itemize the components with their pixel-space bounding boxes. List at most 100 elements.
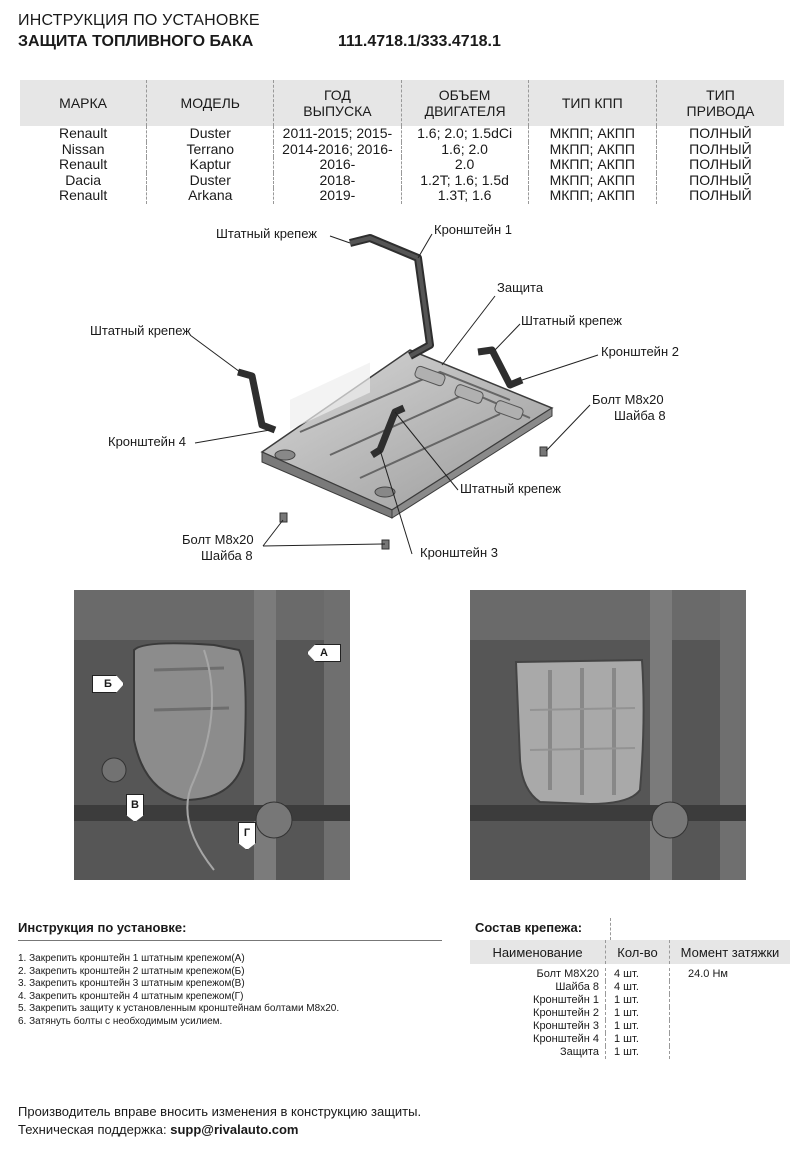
label-std-fastener-bottom: Штатный крепеж <box>460 481 561 496</box>
cell: Duster <box>147 172 275 188</box>
cell: Dacia <box>20 172 148 188</box>
marker-g: Г <box>238 822 256 850</box>
cell: 1.3T; 1.6 <box>402 188 529 204</box>
cell: 1.6; 2.0; 1.5dCi <box>402 126 529 142</box>
cell: Arkana <box>147 188 275 204</box>
col-drive: ТИП ПРИВОДА <box>686 87 755 119</box>
cell: 1 шт. <box>606 1033 670 1046</box>
marker-b: Б <box>92 675 124 693</box>
bracket-3 <box>370 404 406 458</box>
col-year: ГОД ВЫПУСКА <box>274 80 402 126</box>
col-brand: МАРКА <box>20 80 148 126</box>
cell: 24.0 Нм <box>688 968 728 980</box>
cell: 4 шт. <box>606 981 670 994</box>
disclaimer: Производитель вправе вносить изменения в… <box>18 1104 422 1119</box>
cell: Renault <box>20 157 148 173</box>
cell: 1 шт. <box>606 994 670 1007</box>
cell: Nissan <box>20 141 148 157</box>
label-bracket-1: Кронштейн 1 <box>434 222 512 237</box>
support-line: Техническая поддержка: supp@rivalauto.co… <box>18 1122 298 1137</box>
cell: Защита <box>470 1046 606 1059</box>
divider <box>18 940 442 941</box>
bracket-1 <box>349 234 434 360</box>
col-model: МОДЕЛЬ <box>147 80 275 126</box>
exploded-diagram <box>189 233 599 555</box>
table-row: Nissan Terrano 2014-2016; 2016- 1.6; 2.0… <box>20 141 784 157</box>
cell <box>670 981 790 994</box>
col-torque: Момент затяжки <box>680 944 780 960</box>
cell: МКПП; АКПП <box>529 126 657 142</box>
step-item: 5. Закрепить защиту к установленным крон… <box>18 1003 340 1014</box>
cell: МКПП; АКПП <box>529 188 657 204</box>
cell: МКПП; АКПП <box>529 172 657 188</box>
cell: Кронштейн 1 <box>470 994 606 1007</box>
product-name: ЗАЩИТА ТОПЛИВНОГО БАКА <box>18 33 254 50</box>
cell: 1 шт. <box>606 1020 670 1033</box>
cell: ПОЛНЫЙ <box>689 188 752 203</box>
label-std-fastener-top: Штатный крепеж <box>216 226 317 241</box>
cell: МКПП; АКПП <box>529 141 657 157</box>
cell: 4 шт. <box>606 968 670 981</box>
label-guard: Защита <box>497 280 544 295</box>
table-row: Renault Arkana 2019- 1.3T; 1.6 МКПП; АКП… <box>20 188 784 204</box>
cell <box>670 1020 790 1033</box>
label-bracket-2: Кронштейн 2 <box>601 344 679 359</box>
cell: ПОЛНЫЙ <box>689 172 752 188</box>
cell: 1.6; 2.0 <box>402 141 529 157</box>
step-item: 3. Закрепить кронштейн 3 штатным крепежо… <box>18 978 245 989</box>
label-bracket-4: Кронштейн 4 <box>108 434 186 449</box>
label-std-fastener-right: Штатный крепеж <box>521 313 622 328</box>
cell: Kaptur <box>147 157 275 173</box>
label-bolt-left: Болт M8x20 <box>182 532 254 547</box>
table-row: Dacia Duster 2018- 1.2T; 1.6; 1.5d МКПП;… <box>20 172 784 188</box>
col-gearbox: ТИП КПП <box>529 80 657 126</box>
cell <box>670 1033 790 1046</box>
support-label: Техническая поддержка: <box>18 1122 167 1137</box>
cell: 1 шт. <box>606 1007 670 1020</box>
cell: 2014-2016; 2016- <box>274 141 402 157</box>
cell: Шайба 8 <box>470 981 606 994</box>
cell: Duster <box>147 126 275 142</box>
table-row: Renault Kaptur 2016- 2.0 МКПП; АКПП ПОЛН… <box>20 157 784 173</box>
step-item: 6. Затянуть болты с необходимым усилием. <box>18 1015 223 1027</box>
fasteners-title: Состав крепежа: <box>475 920 583 935</box>
label-washer-right: Шайба 8 <box>614 408 666 423</box>
cell: Terrano <box>147 141 275 157</box>
bracket-4 <box>237 368 277 434</box>
bracket-2 <box>477 346 524 389</box>
document-title: ИНСТРУКЦИЯ ПО УСТАНОВКЕ <box>18 12 260 29</box>
cell <box>670 994 790 1007</box>
cell: МКПП; АКПП <box>529 157 657 173</box>
marker-a: А <box>307 644 341 662</box>
col-name: Наименование <box>470 940 606 964</box>
cell: 2.0 <box>402 157 529 173</box>
cell: 2016- <box>274 157 402 173</box>
fasteners-table: Наименование Кол-во Момент затяжки Болт … <box>470 940 790 1059</box>
underbody-photo-before: А Б В Г <box>74 590 350 880</box>
cell: Кронштейн 3 <box>470 1020 606 1033</box>
step-item: 4. Закрепить кронштейн 4 штатным крепежо… <box>18 990 244 1002</box>
support-email-link[interactable]: supp@rivalauto.com <box>170 1122 299 1137</box>
instructions-title: Инструкция по установке: <box>18 920 187 935</box>
instructions-steps: 1. Закрепить кронштейн 1 штатным крепежо… <box>18 953 339 1028</box>
step-item: 2. Закрепить кронштейн 2 штатным крепежо… <box>18 965 245 977</box>
table-row: Renault Duster 2011-2015; 2015- 1.6; 2.0… <box>20 126 784 142</box>
cell: ПОЛНЫЙ <box>689 157 752 172</box>
leader-lines <box>189 233 599 555</box>
cell: Renault <box>20 126 148 142</box>
cell: 2019- <box>274 188 402 204</box>
part-number: 111.4718.1/333.4718.1 <box>338 33 501 50</box>
cell: 2018- <box>274 172 402 188</box>
cell: 2011-2015; 2015- <box>274 126 402 142</box>
cell: ПОЛНЫЙ <box>689 126 752 141</box>
underbody-photo-after <box>470 590 746 880</box>
col-qty: Кол-во <box>606 940 670 964</box>
cell: 1.2T; 1.6; 1.5d <box>402 172 529 188</box>
label-std-fastener-left: Штатный крепеж <box>90 323 191 338</box>
cell: ПОЛНЫЙ <box>689 141 752 157</box>
